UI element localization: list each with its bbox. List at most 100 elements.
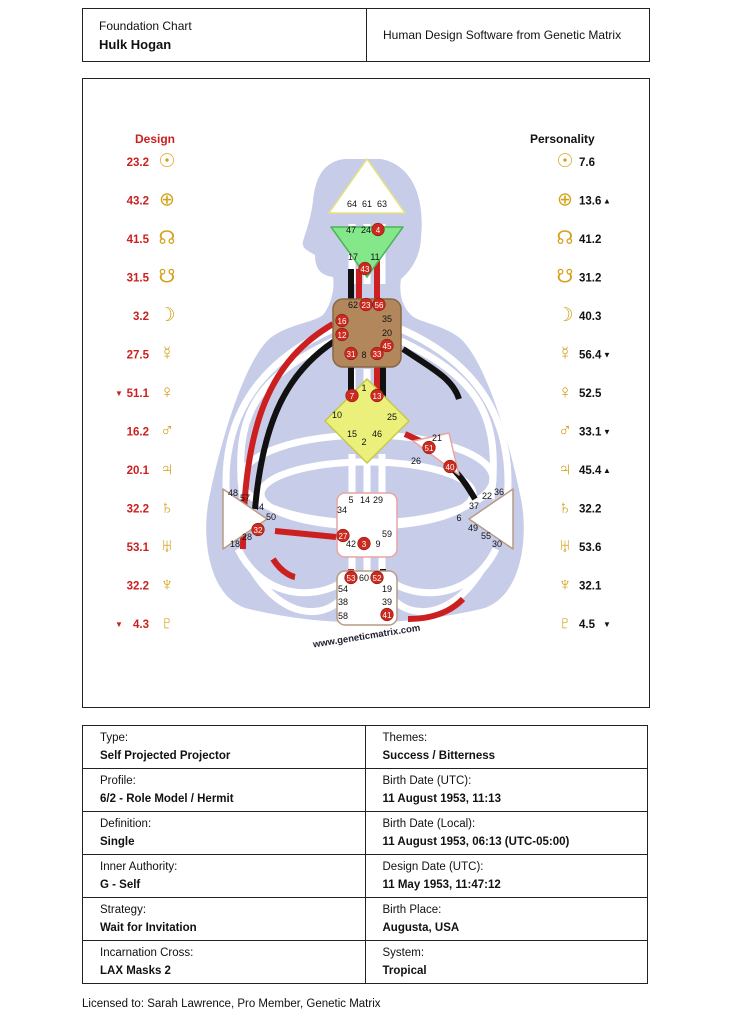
saturn-icon: ♄ xyxy=(160,498,174,519)
details-value: Wait for Invitation xyxy=(100,922,197,934)
activation-row: ☽ 40.3 xyxy=(556,305,601,326)
moon-icon: ☽ xyxy=(556,305,573,326)
activation-value: 40.3 xyxy=(579,311,601,323)
gate-number: 21 xyxy=(432,433,442,443)
active-gate-marker xyxy=(370,388,384,403)
details-cell: Strategy: Wait for Invitation xyxy=(82,897,366,941)
activation-row: ♄ 32.2 xyxy=(127,498,175,519)
details-value: Single xyxy=(100,836,135,848)
gate-number: 32 xyxy=(254,526,263,535)
activation-row: ⊕43.2 xyxy=(127,190,175,211)
gate-number: 52 xyxy=(373,574,382,583)
gate-number: 50 xyxy=(266,512,276,522)
gate-number: 53 xyxy=(347,574,356,583)
uranus-icon: ♅ xyxy=(558,536,572,557)
header-title-cell: Foundation Chart Hulk Hogan xyxy=(83,9,367,61)
active-gate-marker xyxy=(443,459,457,474)
activation-row: ♇4.3▼ xyxy=(115,613,174,634)
activation-row: ☋31.5 xyxy=(127,267,176,288)
details-value: 11 August 1953, 06:13 (UTC-05:00) xyxy=(382,836,570,848)
details-value: 11 August 1953, 11:13 xyxy=(382,793,501,805)
chart-header: Foundation Chart Hulk Hogan Human Design… xyxy=(82,8,650,62)
gate-number: 43 xyxy=(361,265,370,274)
uranus-icon: ♅ xyxy=(160,536,174,557)
details-label: Themes: xyxy=(382,732,428,744)
details-label: Type: xyxy=(100,732,129,744)
activation-row: ♂33.1▼ xyxy=(558,421,611,442)
details-label: Profile: xyxy=(100,775,136,787)
details-cell: Profile: 6/2 - Role Model / Hermit xyxy=(82,768,366,812)
gate-number: 57 xyxy=(240,493,250,503)
chart-type-label: Foundation Chart xyxy=(99,19,192,33)
ajna-center xyxy=(330,226,404,278)
neptune-icon: ♆ xyxy=(160,575,174,596)
gate-number: 31 xyxy=(347,350,356,359)
g-center xyxy=(324,378,410,464)
activation-row: ☊41.2 xyxy=(557,228,602,249)
gate-number: 39 xyxy=(382,597,392,607)
gate-number: 60 xyxy=(359,573,369,583)
gate-number: 46 xyxy=(372,429,382,439)
activation-value: 43.2 xyxy=(127,196,149,208)
activation-value: 7.6 xyxy=(579,157,595,169)
gate-number: 23 xyxy=(362,301,371,310)
details-label: System: xyxy=(382,947,425,959)
license-footer: Licensed to: Sarah Lawrence, Pro Member,… xyxy=(82,998,381,1010)
venus-icon: ♀ xyxy=(558,382,572,403)
active-gate-marker xyxy=(422,440,436,455)
activation-value: 53.1 xyxy=(127,542,150,554)
watermark: www.geneticmatrix.com xyxy=(311,623,421,651)
activation-value: 52.5 xyxy=(579,388,602,400)
activation-value: 13.6 xyxy=(579,196,601,208)
activation-value: 20.1 xyxy=(127,465,150,477)
activation-value: 32.2 xyxy=(127,504,149,516)
gate-number: 36 xyxy=(494,487,504,497)
gate-number: 4 xyxy=(376,226,381,235)
gate-number: 38 xyxy=(338,597,348,607)
activation-row: ☿27.5 xyxy=(127,344,175,365)
activation-row: ⊕13.6▲ xyxy=(557,190,611,211)
details-cell: Birth Date (UTC):11 August 1953, 11:13 xyxy=(364,768,648,812)
details-value: Augusta, USA xyxy=(382,922,460,934)
activation-row: ♅ 53.1 xyxy=(127,536,175,557)
design-activations: ☉23.2⊕43.2☊41.5☋31.5☽3.2☿27.5♀51.1▼♂16.2… xyxy=(115,151,175,634)
gate-number: 42 xyxy=(346,539,356,549)
details-cell: Themes:Success / Bitterness xyxy=(364,725,648,769)
activation-value: 4.3 xyxy=(133,619,149,631)
gate-number: 5 xyxy=(348,495,353,505)
activation-value: 56.4 xyxy=(579,350,602,362)
active-gate-marker xyxy=(359,297,373,312)
retrograde-arrow: ▼ xyxy=(115,620,123,629)
gate-number: 37 xyxy=(469,501,479,511)
gate-number: 63 xyxy=(377,199,387,209)
details-cell: Definition:Single xyxy=(82,811,366,855)
activation-value: 32.2 xyxy=(579,504,601,516)
activation-value: 33.1 xyxy=(579,427,602,439)
activation-value: 41.5 xyxy=(127,234,150,246)
active-gate-marker xyxy=(357,536,371,551)
solar-plexus-center xyxy=(468,488,514,550)
activation-value: 16.2 xyxy=(127,427,149,439)
gate-number: 29 xyxy=(373,495,383,505)
activation-value: 3.2 xyxy=(133,311,149,323)
activation-value: 31.5 xyxy=(127,273,150,285)
gate-number: 13 xyxy=(373,392,382,401)
gate-number: 17 xyxy=(348,252,358,262)
gate-number: 19 xyxy=(382,584,392,594)
details-label: Strategy: xyxy=(100,904,147,916)
activation-value: 45.4 xyxy=(579,465,602,477)
gate-number: 9 xyxy=(375,539,380,549)
sacral-center xyxy=(336,492,398,558)
details-value: 6/2 - Role Model / Hermit xyxy=(100,793,234,805)
activation-value: 53.6 xyxy=(579,542,601,554)
activation-row: ☋31.2 xyxy=(557,267,602,288)
gate-number: 15 xyxy=(347,429,357,439)
gate-number: 27 xyxy=(339,532,348,541)
activation-row: ♇4.5▼ xyxy=(558,613,611,634)
active-gate-marker xyxy=(358,261,372,276)
gate-number: 48 xyxy=(228,488,238,498)
